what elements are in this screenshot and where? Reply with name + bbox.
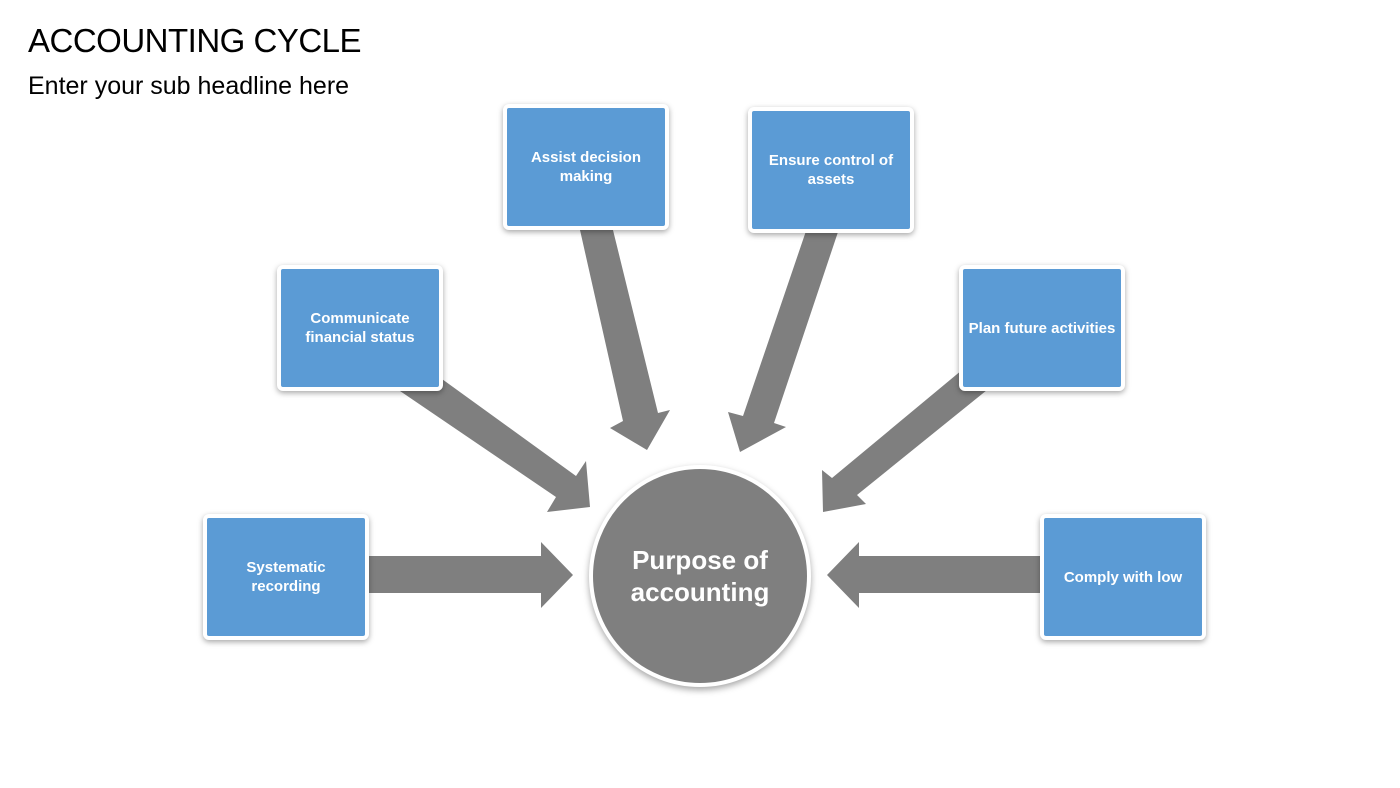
node-comply-with-low: Comply with low [1040,514,1206,640]
arrow-assist-decision-making [580,226,670,450]
node-assist-decision-making: Assist decision making [503,104,669,230]
node-plan-future-activities: Plan future activities [959,265,1125,391]
arrow-ensure-control-of-assets [728,231,838,452]
node-communicate-financial-status: Communicate financial status [277,265,443,391]
node-ensure-control-of-assets: Ensure control of assets [748,107,914,233]
arrow-comply-with-low [827,542,1042,608]
page-subtitle: Enter your sub headline here [28,72,350,100]
node-systematic-recording: Systematic recording [203,514,369,640]
center-circle: Purpose of accounting [589,465,811,687]
page-title: ACCOUNTING CYCLE [28,22,362,59]
arrow-plan-future-activities [822,370,987,512]
arrow-systematic-recording [360,542,573,608]
arrow-communicate-financial-status [400,366,590,512]
